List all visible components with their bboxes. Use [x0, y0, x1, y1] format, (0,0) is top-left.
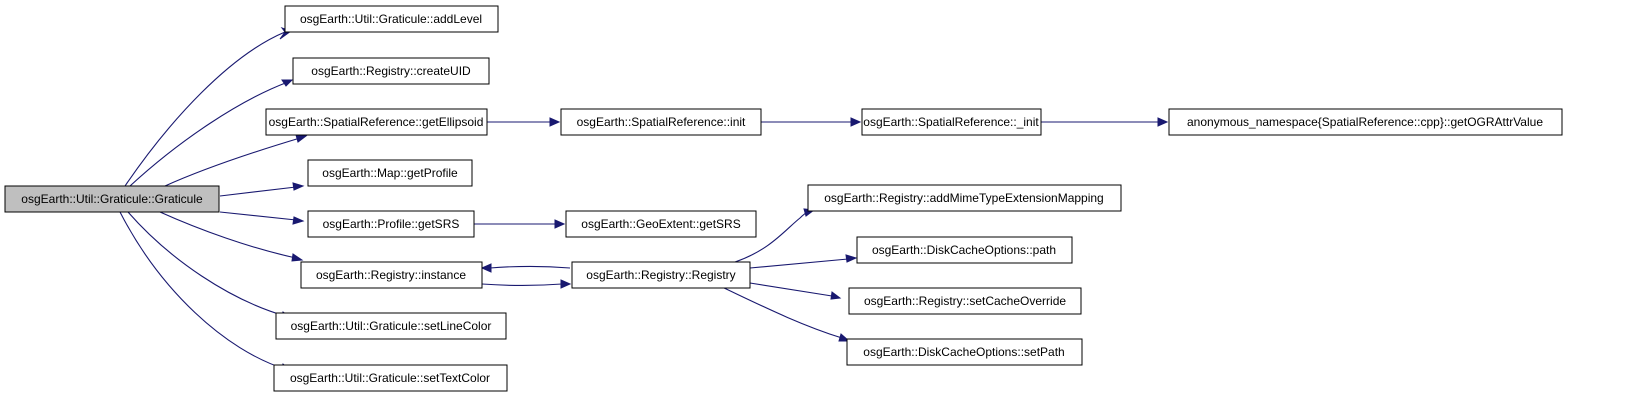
edge-init-private-init	[761, 117, 862, 127]
node-label: osgEarth::DiskCacheOptions::path	[872, 243, 1056, 257]
node-label: osgEarth::SpatialReference::_init	[863, 115, 1039, 129]
node-get-profile[interactable]: osgEarth::Map::getProfile	[307, 159, 473, 187]
edge-graticule-get-ellipsoid	[164, 134, 308, 187]
edge-graticule-get-srs	[219, 211, 305, 225]
node-disk-cache-path[interactable]: osgEarth::DiskCacheOptions::path	[856, 236, 1073, 264]
node-label: osgEarth::Registry::Registry	[586, 268, 735, 282]
node-get-ellipsoid[interactable]: osgEarth::SpatialReference::getEllipsoid	[265, 108, 488, 136]
node-instance[interactable]: osgEarth::Registry::instance	[300, 261, 483, 289]
edge-graticule-instance	[159, 211, 304, 262]
node-graticule[interactable]: osgEarth::Util::Graticule::Graticule	[4, 185, 220, 213]
node-set-line-color[interactable]: osgEarth::Util::Graticule::setLineColor	[275, 312, 507, 340]
node-label: osgEarth::Util::Graticule::setLineColor	[291, 319, 492, 333]
node-add-mime[interactable]: osgEarth::Registry::addMimeTypeExtension…	[807, 184, 1122, 212]
node-add-level[interactable]: osgEarth::Util::Graticule::addLevel	[284, 5, 499, 33]
edges	[119, 27, 1169, 372]
edge-private-init-get-ogr	[1041, 117, 1169, 127]
nodes: osgEarth::Util::Graticule::Graticule osg…	[4, 5, 1563, 392]
node-registry-ctor[interactable]: osgEarth::Registry::Registry	[571, 261, 751, 289]
edge-instance-registry-ctor	[481, 279, 572, 289]
node-label: osgEarth::Util::Graticule::setTextColor	[290, 371, 490, 385]
edge-registry-ctor-instance	[480, 263, 571, 273]
edge-graticule-add-level	[124, 27, 293, 187]
edge-registry-ctor-disk-cache-set-path	[721, 286, 851, 342]
node-sr-init[interactable]: osgEarth::SpatialReference::init	[560, 108, 762, 136]
node-label: osgEarth::Registry::instance	[316, 268, 466, 282]
edge-graticule-set-text-color	[119, 211, 293, 372]
node-label: osgEarth::Util::Graticule::Graticule	[21, 192, 203, 206]
node-geo-extent-get-srs[interactable]: osgEarth::GeoExtent::getSRS	[565, 210, 757, 238]
edge-get-ellipsoid-init	[487, 117, 561, 127]
node-disk-cache-set-path[interactable]: osgEarth::DiskCacheOptions::setPath	[846, 338, 1083, 366]
node-label: osgEarth::Profile::getSRS	[323, 217, 460, 231]
node-label: osgEarth::GeoExtent::getSRS	[581, 217, 740, 231]
node-label: osgEarth::SpatialReference::init	[577, 115, 746, 129]
node-label: anonymous_namespace{SpatialReference::cp…	[1187, 115, 1543, 129]
node-set-cache-override[interactable]: osgEarth::Registry::setCacheOverride	[848, 287, 1082, 315]
node-get-ogr-attr[interactable]: anonymous_namespace{SpatialReference::cp…	[1168, 108, 1563, 136]
node-label: osgEarth::Registry::createUID	[311, 64, 471, 78]
edge-get-srs-geo-extent	[474, 219, 566, 229]
node-get-srs[interactable]: osgEarth::Profile::getSRS	[307, 210, 475, 238]
node-sr-private-init[interactable]: osgEarth::SpatialReference::_init	[861, 108, 1042, 136]
node-label: osgEarth::SpatialReference::getEllipsoid	[269, 115, 484, 129]
node-label: osgEarth::Map::getProfile	[322, 166, 458, 180]
node-label: osgEarth::DiskCacheOptions::setPath	[863, 345, 1064, 359]
node-label: osgEarth::Registry::addMimeTypeExtension…	[824, 191, 1103, 205]
edge-registry-ctor-set-cache-override	[749, 282, 842, 300]
node-label: osgEarth::Registry::setCacheOverride	[864, 294, 1066, 308]
node-label: osgEarth::Util::Graticule::addLevel	[300, 12, 482, 26]
node-create-uid[interactable]: osgEarth::Registry::createUID	[292, 57, 490, 85]
edge-graticule-set-line-color	[127, 211, 293, 320]
edge-graticule-get-profile	[219, 182, 305, 197]
node-set-text-color[interactable]: osgEarth::Util::Graticule::setTextColor	[273, 364, 508, 392]
edge-graticule-create-uid	[129, 79, 294, 187]
edge-registry-ctor-disk-cache-path	[749, 254, 858, 269]
